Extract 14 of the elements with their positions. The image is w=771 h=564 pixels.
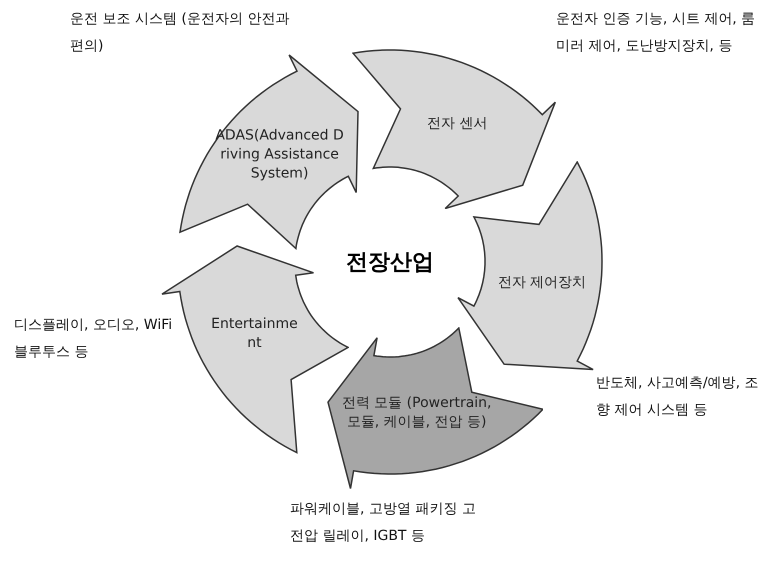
description-text: 운전 보조 시스템 (운전자의 안전과 편의) <box>70 10 290 56</box>
cycle-arrow-segment <box>352 49 556 210</box>
cycle-arrow-segment <box>326 326 544 490</box>
segment-label: 전자 센서 <box>426 114 488 134</box>
description-text: 반도체, 사고예측/예방, 조향 제어 시스템 등 <box>596 374 760 420</box>
cycle-arrow-segment <box>456 161 603 371</box>
description-text: 파워케이블, 고방열 패키징 고전압 릴레이, IGBT 등 <box>290 500 477 546</box>
segment-label: Entertainment <box>210 315 299 353</box>
cycle-arrow-segment <box>179 54 360 250</box>
description-text: 운전자 인증 기능, 시트 제어, 룸미러 제어, 도난방지장치, 등 <box>556 10 756 56</box>
segment-label: 전자 제어장치 <box>497 274 587 293</box>
segment-label: 전력 모듈 (Powertrain, 모듈, 케이블, 전압 등) <box>342 394 492 432</box>
center-title: 전장산업 <box>346 249 434 277</box>
description-text: 디스플레이, 오디오, WiFi 블루투스 등 <box>14 316 174 362</box>
